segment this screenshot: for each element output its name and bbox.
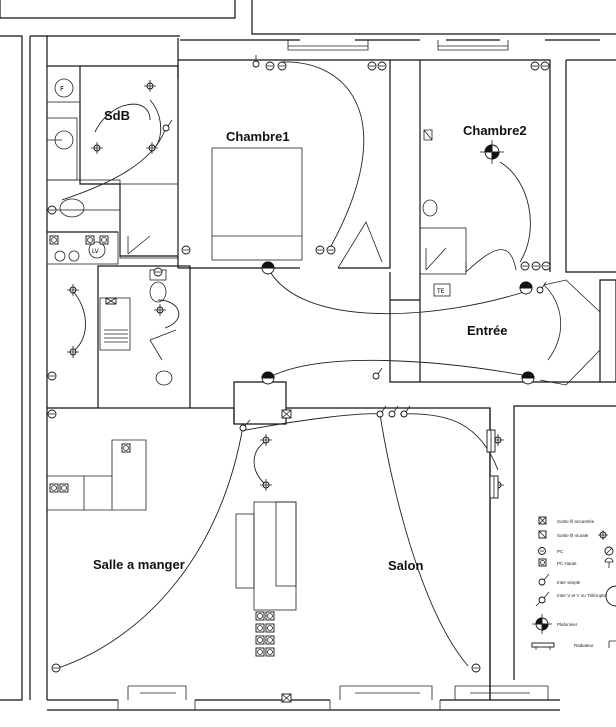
room-label-salon: Salon [388, 558, 423, 573]
high-outlet-icon [265, 635, 275, 645]
bedroom-2: TE [389, 59, 551, 301]
outlet-icon [277, 61, 287, 71]
outlet-icon [265, 61, 275, 71]
legend-label-6: Plafonnier [557, 622, 578, 627]
high-outlet-icon [121, 443, 131, 453]
wall-light-icon [144, 80, 156, 92]
outlet-icon [531, 261, 541, 271]
washer-label: LV [92, 248, 100, 255]
switch-icon [252, 55, 260, 68]
high-outlet-icon [49, 235, 59, 245]
wall-light-icon [146, 142, 158, 154]
switch-icon [162, 119, 173, 132]
wire-outlet-icon [281, 409, 292, 419]
outlet-icon [153, 267, 163, 277]
wall-light-icon [67, 284, 79, 296]
ceiling-light-icon [480, 140, 504, 164]
legend: Sortie fil encastrée Sortie fil murale P… [513, 405, 616, 680]
outlet-icon [520, 261, 530, 271]
high-outlet-icon [99, 235, 109, 245]
legend-label-7: Radiateur [574, 643, 594, 648]
ceiling-light-icon [261, 261, 275, 275]
radiator-icon [489, 475, 499, 499]
wall-light-icon [91, 142, 103, 154]
outlet-icon [47, 409, 57, 419]
switch-icon [400, 405, 411, 418]
room-label-sdb: SdB [104, 108, 130, 123]
legend-label-4: Inter simple [557, 580, 581, 585]
switch-icon [372, 367, 383, 380]
bathroom: F [46, 38, 179, 259]
wall-light-icon [260, 434, 272, 446]
outlet-icon [47, 371, 57, 381]
outlet-icon [540, 61, 550, 71]
high-outlet-icon [255, 647, 265, 657]
bedroom-1 [177, 59, 391, 269]
shower-label: F [60, 85, 64, 93]
ceiling-light-icon [261, 371, 275, 385]
switch-icon [376, 405, 387, 418]
outlet-icon [51, 663, 61, 673]
wall-light-icon [154, 304, 166, 316]
room-label-entree: Entrée [467, 323, 507, 338]
legend-label-5: Inter V et V ou Télérupteur [557, 593, 610, 598]
high-outlet-icon [255, 635, 265, 645]
outlet-icon [315, 245, 325, 255]
wire-outlet-icon [281, 693, 292, 703]
room-label-chambre1: Chambre1 [226, 129, 290, 144]
outlet-icon [367, 61, 377, 71]
high-outlet-icon [255, 611, 265, 621]
high-outlet-icon [59, 483, 69, 493]
high-outlet-icon [265, 623, 275, 633]
high-outlet-icon [265, 647, 275, 657]
ceiling-light-icon [519, 281, 533, 295]
high-outlet-icon [255, 623, 265, 633]
ceiling-light-icon [521, 371, 535, 385]
legend-label-2: PC [557, 549, 564, 554]
outlet-icon [47, 205, 57, 215]
outlet-icon [326, 245, 336, 255]
legend-label-0: Sortie fil encastrée [557, 519, 595, 524]
wall-light-icon [67, 346, 79, 358]
electrical-symbols [47, 55, 551, 703]
boiler-label: TE [436, 288, 445, 295]
outlet-icon [377, 61, 387, 71]
outlet-icon [530, 61, 540, 71]
switch-icon [536, 281, 547, 294]
high-outlet-icon [49, 483, 59, 493]
outlet-icon [181, 245, 191, 255]
room-label-chambre2: Chambre2 [463, 123, 527, 138]
walls [0, 0, 616, 711]
radiator-icon [486, 429, 496, 453]
room-label-salle-a-manger: Salle a manger [93, 557, 185, 572]
wire-outlet-icon [105, 297, 117, 305]
legend-label-1: Sortie fil murale [557, 533, 589, 538]
high-outlet-icon [265, 611, 275, 621]
outlet-icon [471, 663, 481, 673]
legend-label-3: PC Haute [557, 561, 577, 566]
switch-icon [239, 419, 251, 432]
outlet-icon [541, 261, 551, 271]
switch-icon [388, 405, 399, 418]
high-outlet-icon [85, 235, 95, 245]
wall-light-icon [260, 479, 272, 491]
